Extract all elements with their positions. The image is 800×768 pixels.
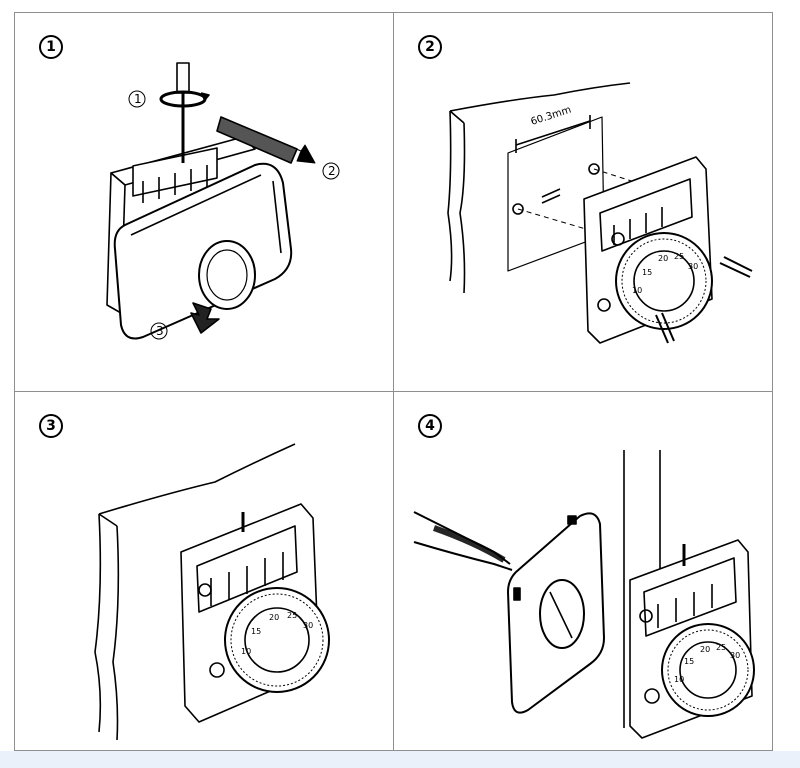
step-4-panel: 4 — [393, 391, 773, 751]
step-2-illustration: 60.3mm 10 15 20 25 30 — [447, 82, 753, 344]
dial-label: 10 — [241, 647, 251, 656]
pliers-icon — [413, 511, 513, 571]
step-2-panel: 2 — [393, 12, 773, 392]
dimension-line — [515, 115, 591, 153]
dial-label: 20 — [269, 613, 279, 622]
step-number: 2 — [418, 35, 442, 59]
dial-label: 30 — [730, 651, 740, 660]
dial-label: 25 — [716, 643, 726, 652]
terminal-block — [132, 147, 218, 203]
dimension-label: 60.3mm — [530, 104, 573, 127]
screwdriver-icon — [176, 62, 190, 163]
dial-label: 25 — [287, 611, 297, 620]
down-arrow-icon — [190, 302, 220, 334]
callout-1: 1 — [134, 92, 142, 106]
dial-label: 30 — [688, 262, 698, 271]
dial-label: 20 — [700, 645, 710, 654]
dial-label: 30 — [303, 621, 313, 630]
dial-label: 15 — [684, 657, 694, 666]
step-4-illustration: 10 15 20 25 30 — [413, 450, 755, 739]
step-1-illustration: 1 2 3 — [106, 62, 340, 340]
bottom-strip — [0, 751, 800, 768]
dial-label: 25 — [674, 252, 684, 261]
screw-icon — [655, 256, 753, 344]
callout-2: 2 — [328, 164, 336, 178]
dial-label: 20 — [658, 254, 668, 263]
wall — [94, 443, 296, 741]
callout-3: 3 — [156, 324, 164, 338]
step-number: 4 — [418, 414, 442, 438]
step-3-illustration: 10 15 20 25 30 — [94, 443, 330, 741]
thermostat-base — [583, 156, 713, 344]
cover-housing — [113, 162, 293, 340]
step-number: 1 — [39, 35, 63, 59]
dial-label: 10 — [674, 675, 684, 684]
thermostat-base — [180, 503, 330, 723]
step-3-panel: 3 — [14, 391, 394, 751]
rotate-arrow-icon — [159, 90, 210, 108]
step-number: 3 — [39, 414, 63, 438]
dial-label: 10 — [632, 286, 642, 295]
wall — [447, 82, 631, 294]
thermostat-base — [629, 539, 755, 739]
cover-housing — [507, 512, 605, 714]
dial-label: 15 — [251, 627, 261, 636]
dial-label: 15 — [642, 268, 652, 277]
step-1-panel: 1 — [14, 12, 394, 392]
slide-arrow-icon — [216, 116, 316, 164]
